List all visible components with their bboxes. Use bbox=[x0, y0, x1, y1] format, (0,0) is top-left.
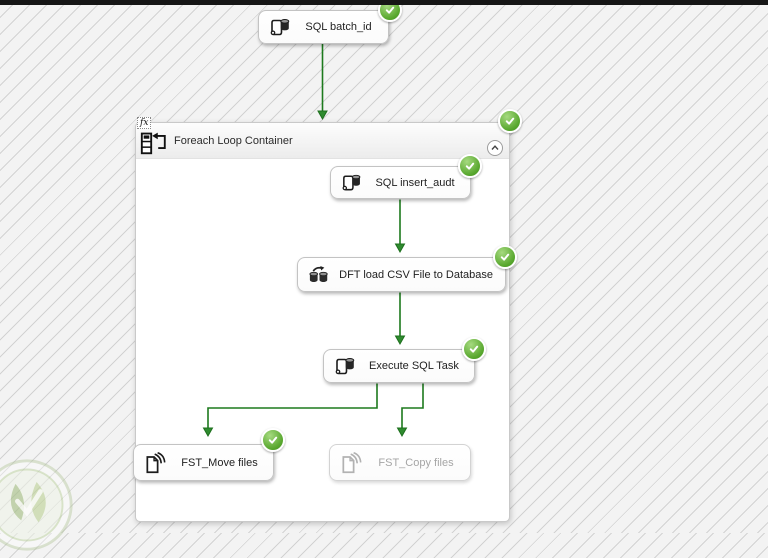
execute-sql-task-icon bbox=[270, 19, 290, 36]
fx-expression-badge: fx bbox=[137, 117, 152, 129]
success-check-icon bbox=[261, 428, 285, 452]
window-top-border bbox=[0, 0, 768, 5]
task-fst-move-files[interactable]: FST_Move files bbox=[133, 444, 274, 481]
arrowhead-icon bbox=[394, 335, 406, 346]
task-execute-sql[interactable]: Execute SQL Task bbox=[323, 349, 475, 383]
task-sql-insert-audt[interactable]: SQL insert_audt bbox=[330, 166, 471, 199]
task-label: Execute SQL Task bbox=[369, 360, 459, 372]
task-fst-copy-files[interactable]: FST_Copy files bbox=[329, 444, 471, 481]
container-title: Foreach Loop Container bbox=[174, 134, 293, 147]
success-check-icon bbox=[378, 0, 402, 22]
task-dft-load-csv[interactable]: DFT load CSV File to Database bbox=[297, 257, 506, 292]
task-label: FST_Copy files bbox=[378, 456, 454, 469]
chevron-up-icon bbox=[491, 145, 499, 150]
file-system-task-icon bbox=[146, 451, 166, 473]
task-label: SQL batch_id bbox=[305, 21, 372, 33]
collapse-button[interactable] bbox=[487, 140, 503, 156]
data-flow-task-icon bbox=[309, 265, 328, 282]
foreach-loop-icon bbox=[140, 132, 166, 155]
success-check-icon bbox=[462, 337, 486, 361]
arrowhead-icon bbox=[202, 427, 214, 438]
arrowhead-icon bbox=[394, 243, 406, 254]
task-sql-batch-id[interactable]: SQL batch_id bbox=[258, 10, 389, 44]
connector-layer bbox=[202, 44, 424, 438]
execute-sql-task-icon bbox=[335, 358, 355, 375]
arrowhead-icon bbox=[396, 427, 408, 438]
execute-sql-task-icon bbox=[342, 174, 361, 191]
connector-exec-to-move[interactable] bbox=[207, 383, 378, 429]
task-label: DFT load CSV File to Database bbox=[339, 268, 493, 281]
task-label: SQL insert_audt bbox=[375, 176, 455, 189]
success-check-icon bbox=[498, 109, 522, 133]
success-check-icon bbox=[493, 245, 517, 269]
file-system-task-icon bbox=[342, 451, 362, 473]
task-label: FST_Move files bbox=[181, 456, 258, 469]
arrowhead-icon bbox=[317, 110, 328, 121]
foreach-loop-container-header[interactable]: fx Foreach Loop Container bbox=[136, 117, 509, 159]
connector-exec-to-copy[interactable] bbox=[401, 383, 424, 429]
success-check-icon bbox=[458, 154, 482, 178]
